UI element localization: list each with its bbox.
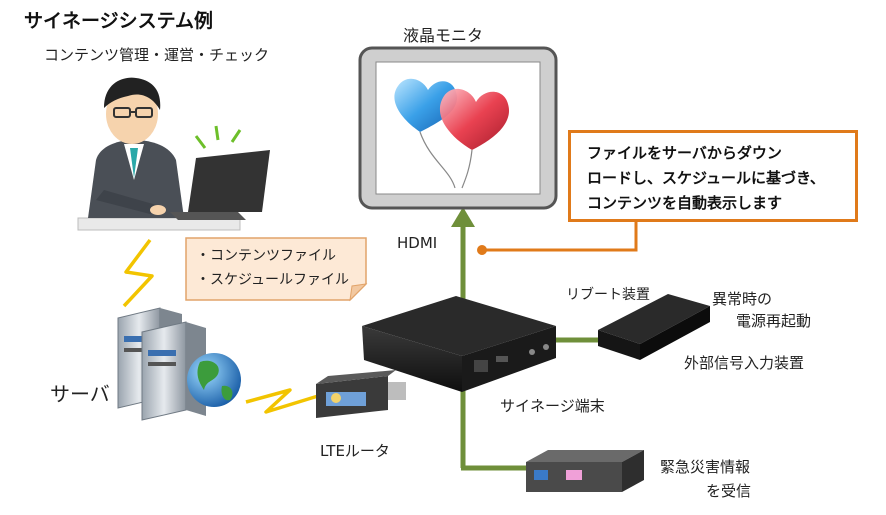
callout-box: ファイルをサーバからダウン ロードし、スケジュールに基づき、 コンテンツを自動表… xyxy=(568,130,858,222)
power-restart-label: 異常時の xyxy=(712,290,773,308)
external-input-label: 外部信号入力装置 xyxy=(684,354,805,372)
files-note-line: ・コンテンツファイル xyxy=(196,248,336,264)
monitor-label: 液晶モニタ xyxy=(403,26,484,45)
hdmi-arrowhead xyxy=(451,207,475,227)
disaster-info-label: 緊急災害情報 xyxy=(660,458,751,476)
server-label: サーバ xyxy=(50,382,110,406)
files-note: ・コンテンツファイル ・スケジュールファイル xyxy=(186,238,366,300)
callout-line: ロードし、スケジュールに基づき、 xyxy=(587,169,825,187)
files-note-paper xyxy=(185,237,368,302)
signage-terminal-label: サイネージ端末 xyxy=(500,397,605,415)
power-restart-label: 電源再起動 xyxy=(736,312,812,330)
globe-icon xyxy=(187,353,241,407)
callout-line: コンテンツを自動表示します xyxy=(587,194,783,212)
operator-pc-icon xyxy=(77,77,270,231)
wireless-link-lte-icon xyxy=(245,388,319,414)
callout-pointer xyxy=(482,222,638,252)
files-note-line: ・スケジュールファイル xyxy=(196,272,350,288)
reboot-device-label: リブート装置 xyxy=(566,287,650,303)
callout-pointer-dot xyxy=(477,245,487,255)
reboot-device-icon xyxy=(598,294,710,360)
lte-router-label: LTEルータ xyxy=(320,442,390,460)
disaster-receiver-icon xyxy=(526,450,644,492)
disaster-info-label: を受信 xyxy=(706,482,752,500)
operator-caption: コンテンツ管理・運営・チェック xyxy=(44,46,270,64)
balloons-icon xyxy=(394,78,510,189)
callout-line: ファイルをサーバからダウン xyxy=(587,144,782,162)
diagram-title: サイネージシステム例 xyxy=(24,10,214,32)
signage-terminal-icon xyxy=(362,296,556,392)
wireless-link-pc-icon xyxy=(122,238,154,308)
lte-router-icon xyxy=(316,370,406,418)
hdmi-label: HDMI xyxy=(397,234,438,252)
